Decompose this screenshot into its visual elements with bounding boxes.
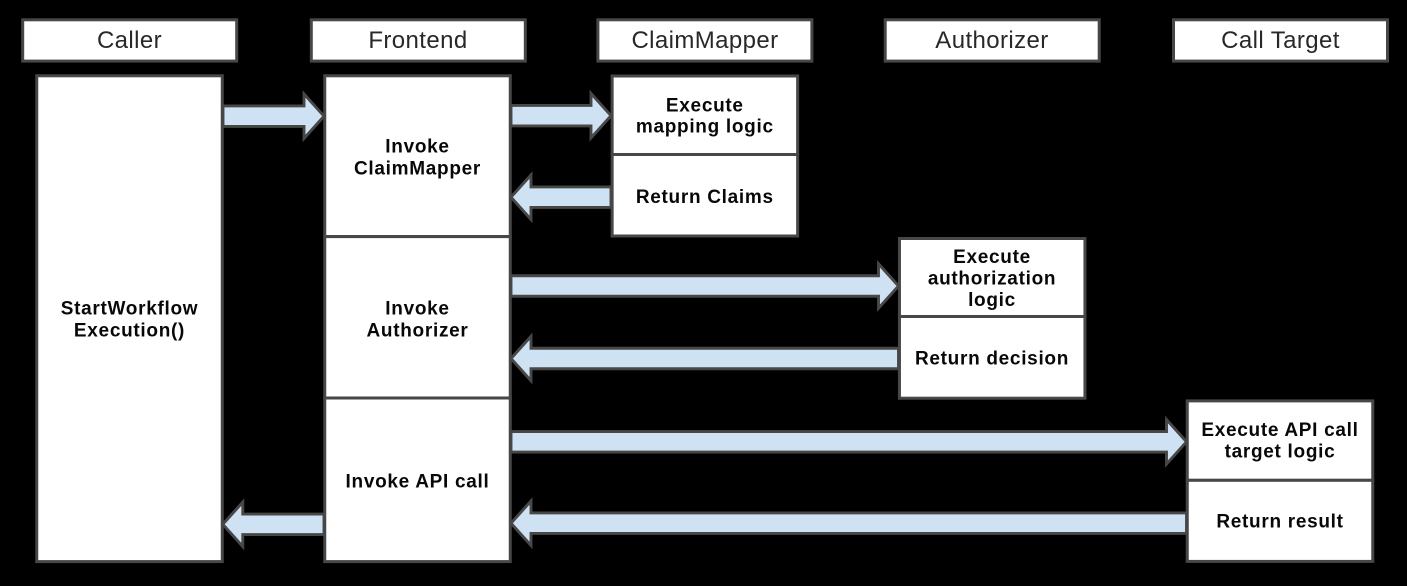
svg-text:Authorizer: Authorizer — [935, 27, 1048, 54]
svg-text:mapping logic: mapping logic — [636, 117, 774, 138]
svg-text:ClaimMapper: ClaimMapper — [354, 158, 481, 179]
svg-text:target logic: target logic — [1225, 442, 1336, 463]
svg-text:Return Claims: Return Claims — [636, 187, 774, 208]
svg-text:Execute API call: Execute API call — [1201, 420, 1358, 441]
svg-text:Invoke API call: Invoke API call — [346, 471, 490, 492]
svg-text:Invoke: Invoke — [385, 299, 449, 320]
svg-text:authorization: authorization — [928, 268, 1056, 289]
svg-text:ClaimMapper: ClaimMapper — [631, 27, 778, 54]
svg-text:Return decision: Return decision — [915, 349, 1069, 370]
svg-text:Return result: Return result — [1216, 511, 1343, 532]
svg-text:Frontend: Frontend — [368, 27, 467, 54]
svg-text:Execution(): Execution() — [74, 321, 185, 342]
svg-text:Authorizer: Authorizer — [367, 320, 469, 341]
svg-text:Execute: Execute — [666, 96, 744, 117]
svg-text:Invoke: Invoke — [385, 136, 449, 157]
svg-text:Execute: Execute — [953, 247, 1031, 268]
svg-text:logic: logic — [968, 290, 1016, 311]
svg-text:StartWorkflow: StartWorkflow — [61, 299, 199, 320]
svg-text:Call Target: Call Target — [1221, 27, 1340, 54]
svg-text:Caller: Caller — [97, 27, 162, 54]
